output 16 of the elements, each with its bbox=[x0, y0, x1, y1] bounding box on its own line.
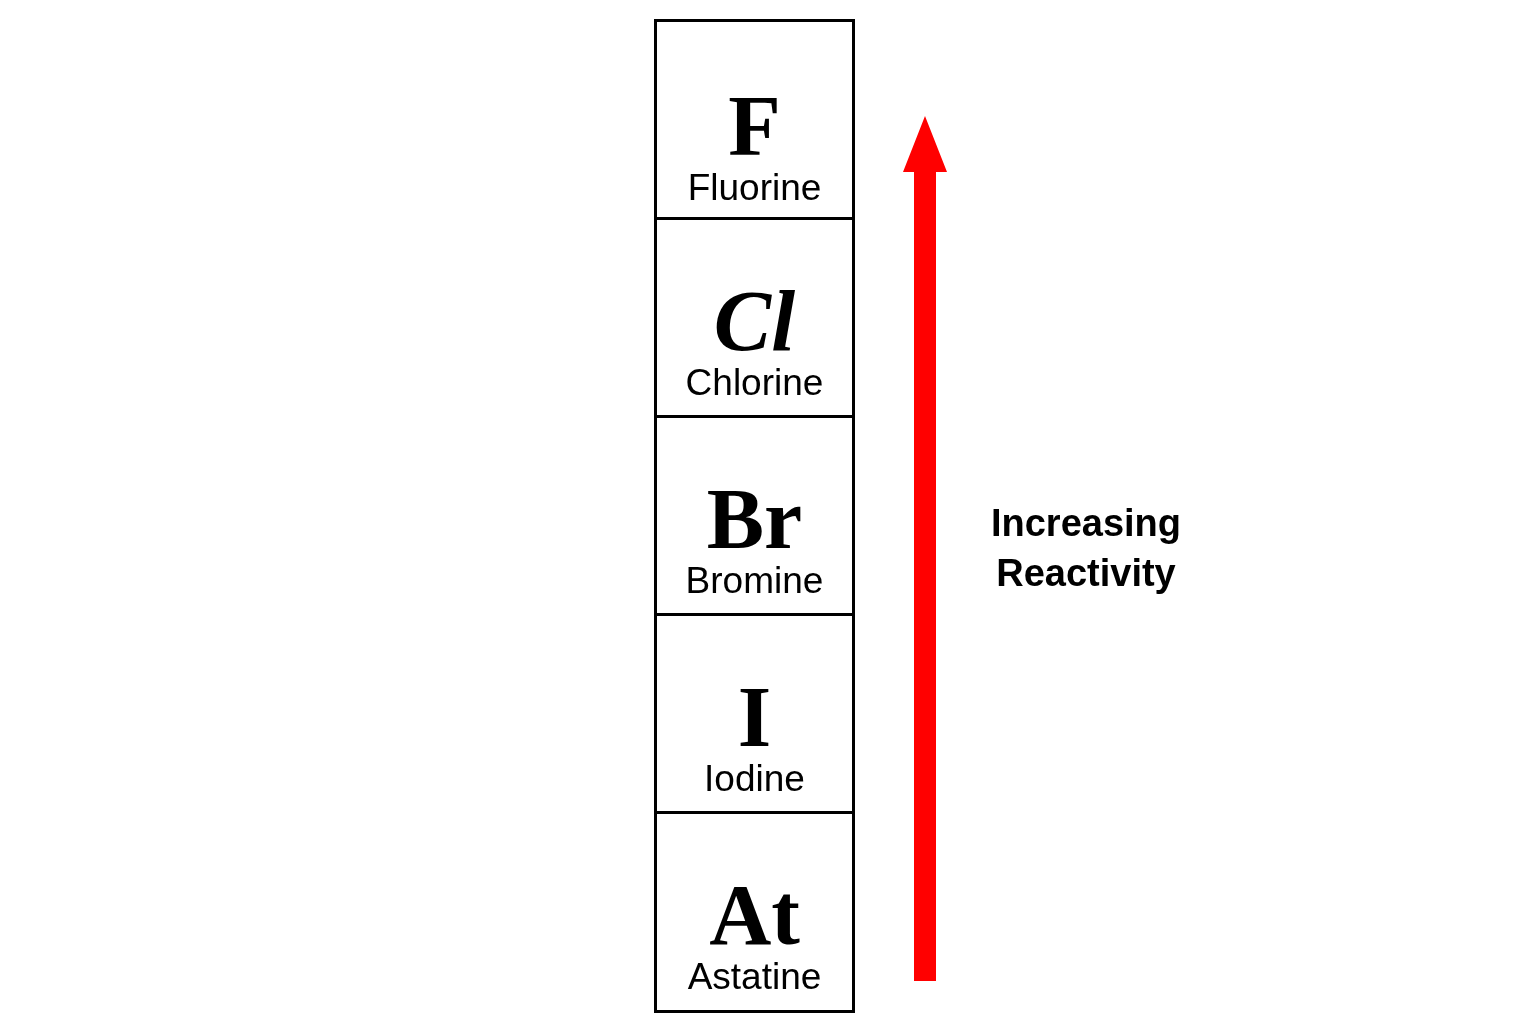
element-symbol: At bbox=[709, 872, 800, 958]
element-name: Chlorine bbox=[685, 364, 824, 401]
element-symbol: I bbox=[737, 674, 772, 760]
element-symbol: Br bbox=[706, 476, 803, 562]
element-name: Iodine bbox=[704, 760, 805, 797]
element-box bbox=[654, 814, 855, 1013]
element-name: Bromine bbox=[685, 562, 824, 599]
element-box bbox=[654, 220, 855, 418]
element-name: Fluorine bbox=[687, 169, 822, 206]
element-name: Astatine bbox=[687, 958, 822, 995]
arrow-label: Increasing Reactivity bbox=[989, 501, 1183, 596]
element-symbol: F bbox=[728, 83, 781, 169]
element-symbol: Cl bbox=[713, 278, 796, 364]
element-box bbox=[654, 616, 855, 814]
element-box bbox=[654, 19, 855, 220]
element-box bbox=[654, 418, 855, 616]
